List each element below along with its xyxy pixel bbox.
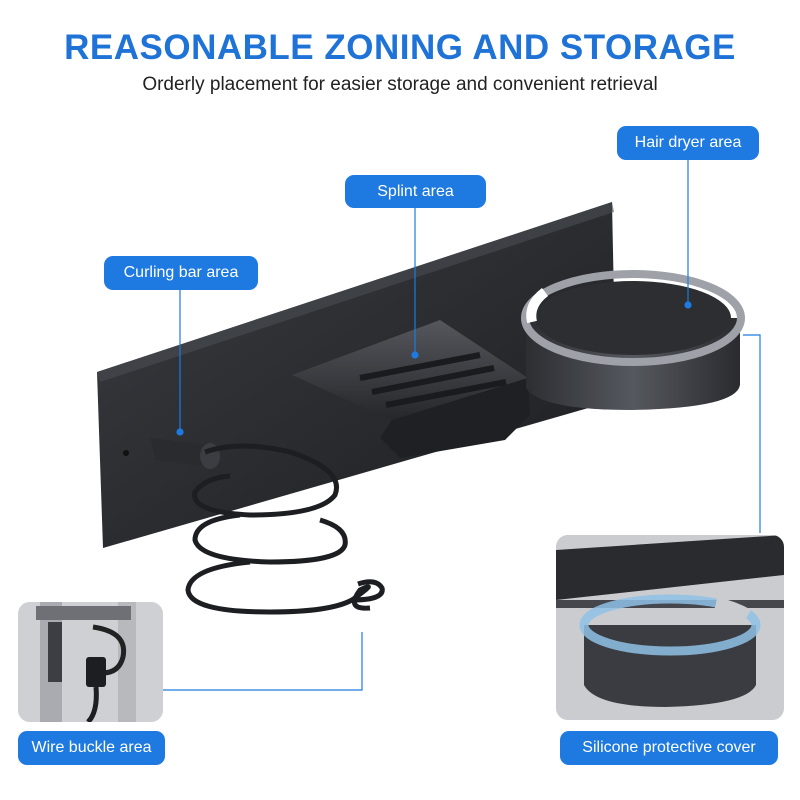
spiral-holder	[185, 443, 385, 615]
screw-hole	[123, 450, 129, 456]
hair-dryer-ring	[521, 270, 745, 410]
silicone-cover-label: Silicone protective cover	[560, 731, 778, 765]
page-title: REASONABLE ZONING AND STORAGE	[64, 28, 736, 67]
splint-tray	[292, 320, 530, 458]
page-subtitle: Orderly placement for easier storage and…	[142, 74, 658, 95]
wire-buckle-inset	[18, 602, 163, 722]
splint-label: Splint area	[345, 175, 486, 208]
curling-bar-label: Curling bar area	[104, 256, 258, 290]
silicone-cover-inset	[556, 535, 784, 720]
callout-leaders	[140, 160, 761, 691]
wire-buckle-label: Wire buckle area	[18, 731, 165, 765]
hair-dryer-label: Hair dryer area	[617, 126, 759, 160]
